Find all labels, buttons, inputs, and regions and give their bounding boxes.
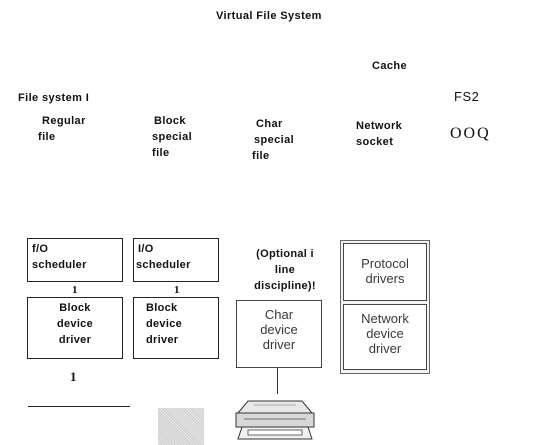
block-special-file-label: Block special file (152, 115, 193, 159)
ooq-label: OOQ (450, 125, 491, 142)
char-driver-connector (277, 368, 278, 394)
char-special-file-label: Char special file (252, 118, 295, 162)
network-device-driver-box: Network device driver (343, 304, 427, 370)
network-socket-label: Network socket (356, 120, 403, 148)
file-system-1-label: File system I (18, 92, 90, 104)
block-device-driver-box-2: Block device driver (133, 297, 219, 359)
connector-label-1a: 1 (72, 284, 78, 296)
io-scheduler-box-2: I/O scheduler (133, 238, 219, 282)
divider-line (28, 406, 130, 407)
cache-label: Cache (372, 60, 408, 72)
scanned-disk-fragment (158, 408, 204, 445)
block-device-driver-box-1: Block device driver (27, 297, 123, 359)
connector-label-1b: 1 (174, 284, 180, 296)
printer-icon (235, 400, 315, 440)
fs2-label: FS2 (454, 89, 480, 104)
char-device-driver-box: Char device driver (236, 300, 322, 368)
protocol-drivers-box: Protocol drivers (343, 243, 427, 301)
io-scheduler-box-1: f/O scheduler (27, 238, 123, 282)
regular-file-label: Regular file (38, 115, 86, 143)
connector-label-1c: 1 (70, 369, 77, 384)
diagram-title: Virtual File System (216, 10, 322, 22)
line-discipline-label: (Optional i line discipline)! (254, 248, 316, 292)
